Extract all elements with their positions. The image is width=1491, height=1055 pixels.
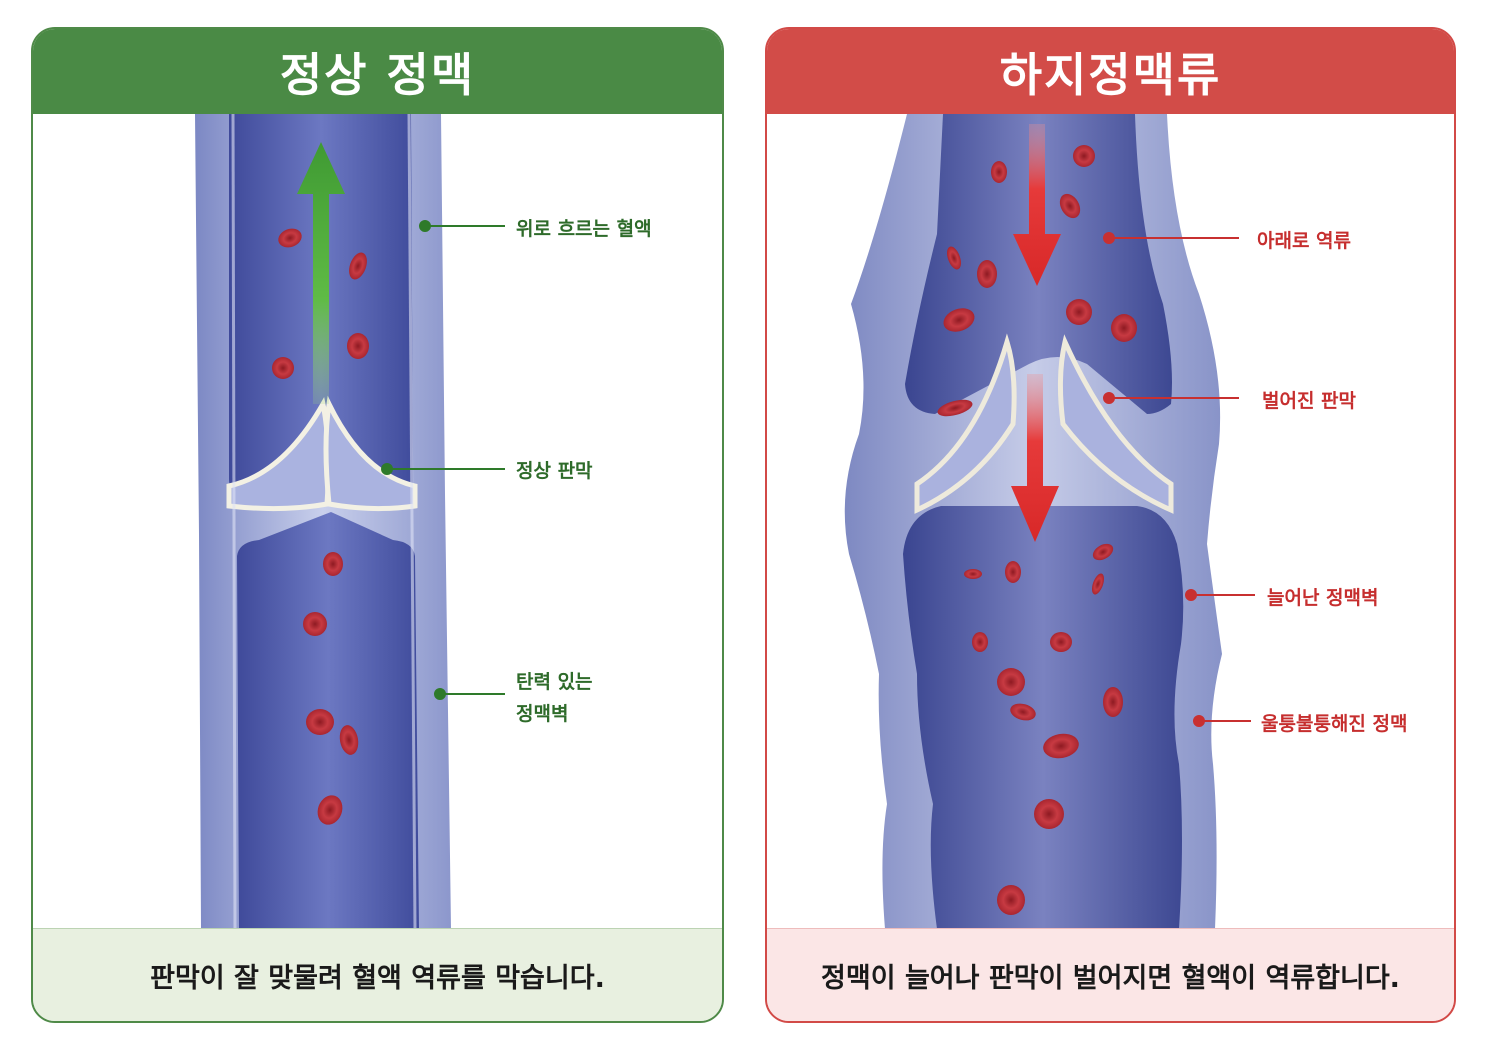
normal-vein-panel: 정상 정맥 — [31, 27, 724, 1023]
reflux-arrow-upper — [1013, 124, 1061, 286]
normal-vein-caption-text: 판막이 잘 맞물려 혈액 역류를 막습니다. — [150, 962, 605, 994]
blood-cell — [947, 246, 961, 270]
varicose-vein-title-text: 하지정맥류 — [999, 47, 1222, 102]
blood-cell — [1103, 687, 1123, 717]
label-open-valve: 벌어진 판막 — [1262, 390, 1357, 412]
label-bulging-vein: 울퉁불퉁해진 정맥 — [1261, 713, 1408, 735]
blood-cell — [977, 260, 997, 288]
varicose-vein-caption-text: 정맥이 늘어나 판막이 벌어지면 혈액이 역류합니다. — [821, 962, 1400, 994]
blood-cell — [349, 252, 367, 280]
blood-cell — [991, 161, 1007, 183]
blood-cell — [1073, 145, 1095, 167]
blood-cell — [278, 228, 302, 248]
label-reflux: 아래로 역류 — [1257, 230, 1352, 252]
blood-cell — [1034, 799, 1064, 829]
varicose-blood-cells — [937, 145, 1137, 915]
blood-cell — [303, 612, 327, 636]
label-upward-flow: 위로 흐르는 혈액 — [516, 218, 652, 240]
blood-cell — [943, 308, 975, 332]
normal-vein-caption: 판막이 잘 맞물려 혈액 역류를 막습니다. — [33, 928, 722, 1021]
blood-cell — [1111, 314, 1137, 342]
varicose-vein-panel: 하지정맥류 — [765, 27, 1456, 1023]
blood-cell — [347, 333, 369, 359]
blood-cell — [1091, 573, 1105, 595]
normal-vein-title-text: 정상 정맥 — [279, 47, 476, 102]
blood-cell — [272, 357, 294, 379]
varicose-vein-caption: 정맥이 늘어나 판막이 벌어지면 혈액이 역류합니다. — [767, 928, 1454, 1021]
normal-valve-leaflet-right — [323, 395, 418, 512]
varicose-vein-illustration: 아래로 역류 벌어진 판막 늘어난 정맥벽 울퉁불퉁해진 정맥 — [767, 114, 1454, 929]
label-elastic-wall-line1: 탄력 있는 — [516, 671, 593, 693]
blood-cell — [1092, 543, 1114, 561]
blood-cell — [1066, 299, 1092, 325]
blood-cell — [1050, 632, 1072, 652]
blood-cell — [997, 668, 1025, 696]
blood-cell — [323, 552, 343, 576]
reflux-arrow-lower — [1011, 374, 1059, 542]
blood-cell — [339, 725, 359, 755]
varicose-vein-svg — [844, 114, 1255, 929]
blood-cell — [997, 885, 1025, 915]
varicose-vein-lower-lumen — [903, 506, 1184, 929]
blood-cell — [972, 632, 988, 652]
normal-vein-title: 정상 정맥 — [33, 29, 722, 114]
blood-cell — [964, 569, 982, 579]
open-valve-leaflet-left — [914, 333, 1017, 514]
blood-cell — [317, 795, 343, 825]
blood-cell — [1005, 561, 1021, 583]
blood-cell — [1010, 703, 1036, 721]
label-elastic-wall: 탄력 있는 정맥벽 — [516, 666, 593, 730]
label-stretched-wall: 늘어난 정맥벽 — [1267, 587, 1379, 609]
normal-vein-illustration: 위로 흐르는 혈액 정상 판막 탄력 있는 정맥벽 — [33, 114, 722, 929]
blood-cell — [1043, 733, 1079, 759]
open-valve-leaflet-right — [1057, 334, 1174, 514]
blood-cell — [937, 399, 973, 417]
label-normal-valve: 정상 판막 — [516, 460, 593, 482]
blood-cell — [306, 709, 334, 735]
varicose-vein-title: 하지정맥류 — [767, 29, 1454, 114]
blood-cell — [1059, 193, 1081, 219]
normal-vein-svg — [195, 114, 505, 929]
label-elastic-wall-line2: 정맥벽 — [516, 703, 569, 725]
upward-flow-arrow — [297, 142, 345, 404]
normal-blood-cells — [272, 228, 369, 825]
